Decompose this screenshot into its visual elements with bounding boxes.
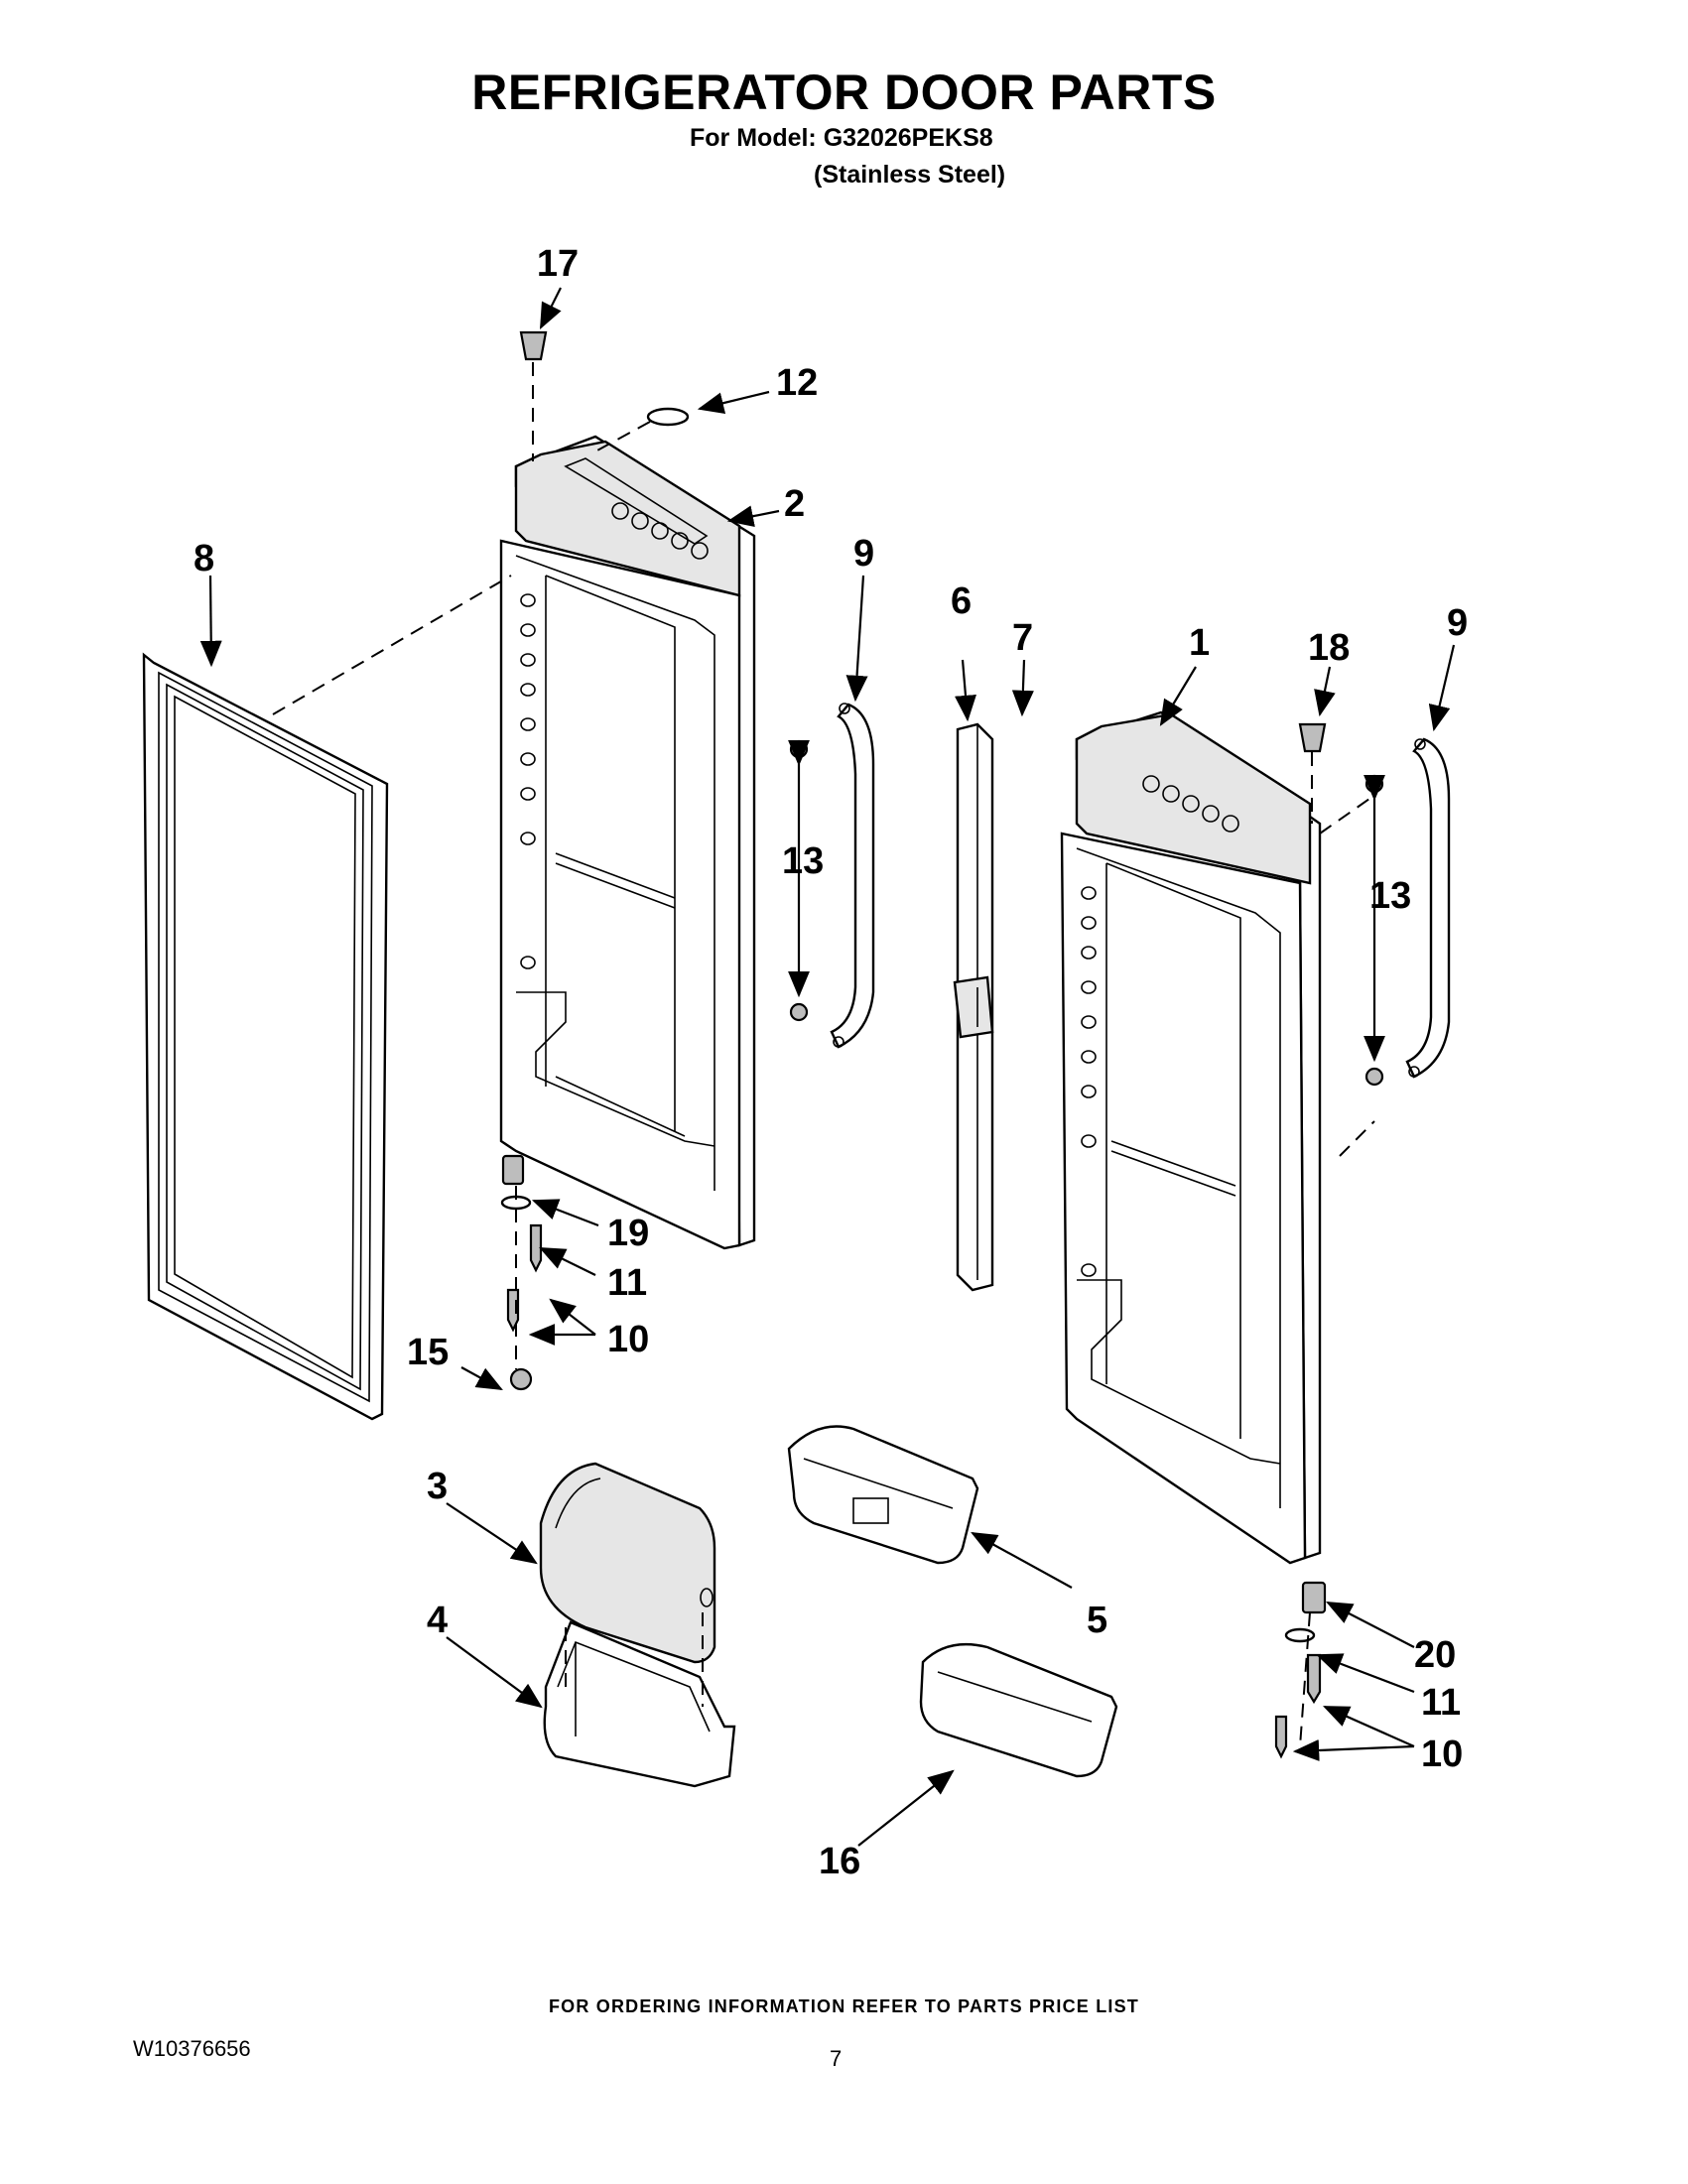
- callout-11-left: 11: [607, 1262, 647, 1304]
- callout-17: 17: [537, 243, 579, 285]
- model-line: For Model: G32026PEKS8: [690, 124, 993, 152]
- door-dispenser-ribs: [1142, 775, 1239, 833]
- callout-11-right: 11: [1421, 1682, 1461, 1724]
- callout-8: 8: [194, 538, 214, 579]
- callout-10-right: 10: [1421, 1734, 1463, 1775]
- finish-variant: (Stainless Steel): [814, 161, 1006, 189]
- left-refrigerator-door: [499, 435, 756, 1250]
- left-door-handle: [830, 703, 875, 1049]
- callout-9-right: 9: [1447, 602, 1468, 644]
- door-dispenser-ribs: [611, 502, 709, 560]
- door-hinge-hardware-right: [1274, 1581, 1327, 1759]
- callout-15: 15: [407, 1332, 449, 1373]
- callout-12: 12: [776, 362, 818, 404]
- door-hinge-hardware-left: [500, 1154, 543, 1391]
- callout-13-right: 13: [1369, 875, 1411, 917]
- ordering-info-note: FOR ORDERING INFORMATION REFER TO PARTS …: [548, 1996, 1139, 2016]
- page-number: 7: [830, 2046, 843, 2071]
- leader-arrows: [199, 287, 1456, 1847]
- callout-10-left: 10: [607, 1319, 649, 1360]
- callout-20: 20: [1414, 1634, 1456, 1676]
- callout-numbers: 17 12 2 8 9 6 7 1 18 9 13 13 19 11 10 15…: [194, 243, 1468, 1882]
- top-hinge-bushings: [519, 330, 1327, 753]
- callout-7: 7: [1012, 617, 1033, 659]
- dispenser-cover: [539, 1462, 716, 1664]
- door-bin-lower: [919, 1643, 1118, 1778]
- door-gasket: [142, 652, 389, 1421]
- right-refrigerator-door: [1060, 710, 1322, 1565]
- callout-3: 3: [427, 1466, 448, 1507]
- shelf-peg-column: [520, 593, 536, 969]
- shelf-peg-column: [1081, 886, 1097, 1277]
- door-bin-upper: [787, 1425, 979, 1565]
- callout-16: 16: [819, 1841, 860, 1882]
- callout-5: 5: [1087, 1600, 1107, 1641]
- callout-4: 4: [427, 1600, 448, 1641]
- document-number: W10376656: [133, 2036, 251, 2061]
- callout-2: 2: [784, 483, 805, 525]
- handle-mounting-studs: [788, 739, 1385, 1087]
- dispenser-bin: [543, 1620, 736, 1788]
- callout-1: 1: [1189, 622, 1210, 664]
- callout-18: 18: [1308, 627, 1350, 669]
- center-mullion: [953, 722, 994, 1292]
- page-title: REFRIGERATOR DOOR PARTS: [471, 64, 1217, 120]
- right-door-handle: [1405, 737, 1451, 1079]
- assembly-lines: [272, 362, 1375, 1747]
- callout-13-left: 13: [782, 840, 824, 882]
- callout-6: 6: [951, 580, 972, 622]
- callout-19: 19: [607, 1213, 649, 1254]
- callout-9-left: 9: [853, 533, 874, 575]
